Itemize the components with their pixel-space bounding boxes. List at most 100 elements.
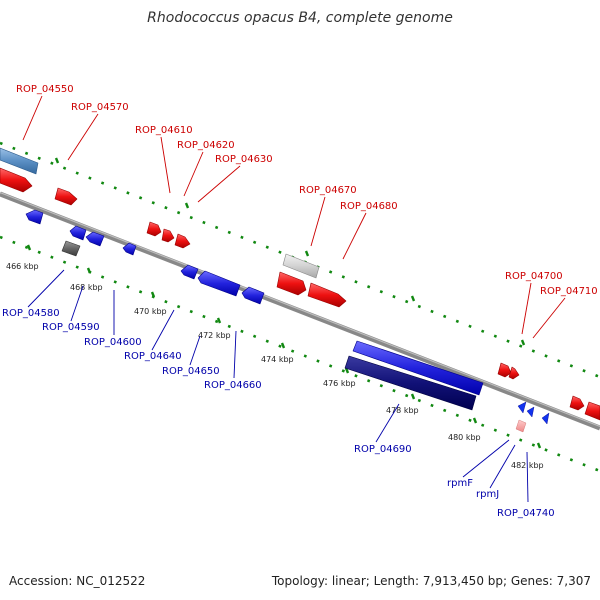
leader-line (183, 151, 204, 197)
reverse-major-ticks (26, 244, 542, 449)
forward-leader-lines (22, 95, 566, 339)
topology-text: Topology: linear; Length: 7,913,450 bp; … (271, 574, 591, 588)
leader-line (22, 95, 43, 141)
leader-line (526, 451, 529, 503)
forward-genes (0, 147, 600, 421)
gene-arrow[interactable] (344, 355, 477, 411)
gene-arrow[interactable] (0, 147, 39, 175)
gene-label[interactable]: ROP_04600 (84, 337, 142, 348)
tick-label: 478 kbp (386, 406, 419, 415)
gene-arrow[interactable] (515, 419, 527, 433)
leader-line (532, 297, 566, 339)
tick-label: 480 kbp (448, 433, 481, 442)
reverse-tick (26, 244, 32, 251)
reverse-tick (344, 367, 350, 374)
map-title: Rhodococcus opacus B4, complete genome (147, 10, 453, 26)
gene-arrow[interactable] (517, 401, 527, 414)
forward-tick (304, 250, 310, 257)
gene-label[interactable]: ROP_04660 (204, 380, 262, 391)
gene-label[interactable]: rpmJ (476, 489, 499, 500)
tick-label: 470 kbp (134, 307, 167, 316)
reverse-tick (410, 393, 416, 400)
gene-label[interactable]: ROP_04610 (135, 125, 193, 136)
gene-label[interactable]: ROP_04630 (215, 154, 273, 165)
gene-arrow[interactable] (197, 270, 241, 297)
forward-tick (54, 157, 60, 164)
gene-arrow[interactable] (307, 282, 347, 308)
forward-gene-labels: ROP_04550 ROP_04570 ROP_04610 ROP_04620 … (16, 84, 598, 297)
gene-arrow[interactable] (569, 395, 585, 411)
reverse-tick (472, 417, 478, 424)
leader-line (27, 269, 65, 308)
tick-label: 466 kbp (6, 262, 39, 271)
gene-label[interactable]: ROP_04640 (124, 351, 182, 362)
reverse-tick (536, 442, 542, 449)
gene-label[interactable]: ROP_04580 (2, 308, 60, 319)
gene-arrow[interactable] (584, 401, 600, 421)
gene-label[interactable]: rpmF (447, 478, 473, 489)
genome-backbone (0, 191, 600, 431)
leader-line (375, 403, 400, 443)
gene-label[interactable]: ROP_04550 (16, 84, 74, 95)
gene-label[interactable]: ROP_04710 (540, 286, 598, 297)
reverse-tick (150, 291, 156, 298)
leader-line (197, 165, 241, 203)
gene-arrow[interactable] (25, 209, 44, 225)
reverse-tick (216, 317, 222, 324)
tick-label: 476 kbp (323, 379, 356, 388)
gene-label[interactable]: ROP_04570 (71, 102, 129, 113)
gene-arrow[interactable] (54, 187, 78, 206)
gene-arrow[interactable] (0, 167, 33, 193)
gene-arrow[interactable] (69, 225, 87, 241)
leader-line (310, 196, 326, 247)
gene-arrow[interactable] (282, 253, 320, 279)
leader-line (521, 282, 532, 335)
gene-arrow[interactable] (174, 233, 191, 249)
leader-line (70, 285, 84, 322)
gene-label[interactable]: ROP_04700 (505, 271, 563, 282)
leader-line (342, 212, 367, 260)
gene-arrow[interactable] (180, 264, 199, 280)
leader-line (489, 444, 516, 489)
tick-label: 472 kbp (198, 331, 231, 340)
gene-label[interactable]: ROP_04670 (299, 185, 357, 196)
reverse-genes (25, 209, 550, 433)
gene-label[interactable]: ROP_04650 (162, 366, 220, 377)
leader-line (189, 335, 201, 366)
gene-arrow[interactable] (276, 271, 307, 296)
gene-label[interactable]: ROP_04620 (177, 140, 235, 151)
gene-arrow[interactable] (85, 231, 105, 247)
gene-arrow[interactable] (541, 412, 550, 425)
gene-arrow[interactable] (352, 340, 484, 396)
leader-line (67, 113, 99, 161)
tick-label: 474 kbp (261, 355, 294, 364)
gene-arrow[interactable] (526, 406, 535, 418)
forward-major-ticks (54, 157, 526, 346)
gene-arrow[interactable] (61, 240, 81, 257)
leader-line (160, 136, 171, 194)
gene-arrow[interactable] (161, 228, 175, 243)
forward-tick (184, 202, 190, 209)
leader-line (462, 439, 510, 478)
gene-label[interactable]: ROP_04690 (354, 444, 412, 455)
gene-label[interactable]: ROP_04740 (497, 508, 555, 519)
leader-line (151, 309, 175, 351)
tick-labels: 466 kbp 468 kbp 470 kbp 472 kbp 474 kbp … (6, 262, 544, 470)
gene-arrow[interactable] (146, 221, 162, 237)
accession-text: Accession: NC_012522 (9, 574, 146, 588)
reverse-gene-labels: ROP_04580 ROP_04590 ROP_04600 ROP_04640 … (2, 308, 555, 519)
gene-arrow[interactable] (122, 242, 137, 256)
forward-tick (520, 339, 526, 346)
forward-tick (410, 295, 416, 302)
reverse-leader-lines (27, 269, 529, 503)
leader-line (233, 330, 237, 379)
tick-label: 468 kbp (70, 283, 103, 292)
gene-arrow[interactable] (508, 366, 520, 380)
gene-arrow[interactable] (241, 286, 265, 305)
gene-label[interactable]: ROP_04590 (42, 322, 100, 333)
gene-arrow[interactable] (497, 362, 512, 378)
gene-label[interactable]: ROP_04680 (340, 201, 398, 212)
reverse-tick (280, 342, 286, 349)
reverse-tick (86, 267, 92, 274)
